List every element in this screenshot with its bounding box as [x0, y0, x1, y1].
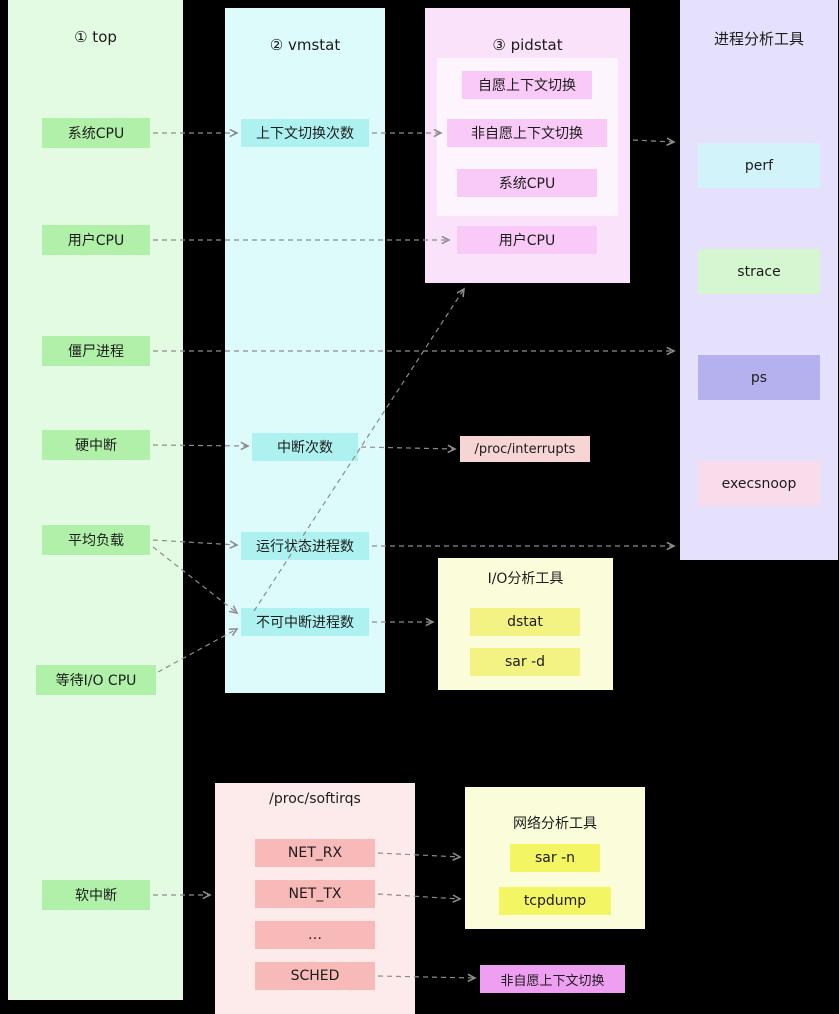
node-sar-n: sar -n: [510, 844, 600, 872]
panel-top: ① top 系统CPU 用户CPU 僵尸进程 硬中断 平均负载 等待I/O CP…: [8, 0, 183, 1000]
panel-vmstat-title: ② vmstat: [269, 36, 341, 54]
node-net-rx: NET_RX: [255, 839, 375, 867]
panel-top-title: ① top: [74, 28, 117, 46]
node-running-processes: 运行状态进程数: [241, 532, 369, 560]
panel-pidstat: ③ pidstat 自愿上下文切换 非自愿上下文切换 系统CPU 用户CPU: [425, 8, 630, 283]
panel-vmstat: ② vmstat 上下文切换次数 中断次数 运行状态进程数 不可中断进程数: [225, 8, 385, 693]
node-dstat: dstat: [470, 608, 580, 636]
node-iowait-cpu: 等待I/O CPU: [36, 665, 156, 695]
panel-network-tools-title: 网络分析工具: [513, 816, 597, 832]
node-user-cpu: 用户CPU: [42, 225, 150, 255]
node-pidstat-system-cpu: 系统CPU: [457, 169, 597, 197]
node-softirq-ellipsis: …: [255, 921, 375, 949]
node-sar-d: sar -d: [470, 648, 580, 676]
node-involuntary-switch-bottom: 非自愿上下文切换: [480, 965, 625, 993]
panel-network-tools: 网络分析工具 sar -n tcpdump: [465, 787, 645, 929]
panel-io-tools-title: I/O分析工具: [487, 571, 564, 587]
panel-proc-softirqs-title: /proc/softirqs: [269, 791, 361, 807]
arrow-pidstat-to-process-tools: [632, 140, 674, 142]
node-sched: SCHED: [255, 962, 375, 990]
node-ps: ps: [698, 355, 820, 400]
node-soft-interrupt: 软中断: [42, 880, 150, 910]
node-interrupt-count: 中断次数: [252, 433, 358, 461]
panel-process-tools: 进程分析工具 perf strace ps execsnoop: [680, 0, 838, 560]
node-pidstat-user-cpu: 用户CPU: [457, 226, 597, 254]
node-strace: strace: [698, 249, 820, 294]
node-context-switches: 上下文切换次数: [241, 119, 369, 147]
panel-pidstat-title: ③ pidstat: [492, 36, 563, 54]
pidstat-group-box: 自愿上下文切换 非自愿上下文切换 系统CPU: [437, 58, 618, 216]
panel-process-tools-title: 进程分析工具: [713, 30, 804, 48]
node-uninterruptible-processes: 不可中断进程数: [241, 608, 369, 636]
node-zombie-process: 僵尸进程: [42, 336, 150, 366]
panel-io-tools: I/O分析工具 dstat sar -d: [438, 558, 613, 690]
node-voluntary-context-switch: 自愿上下文切换: [462, 71, 592, 99]
node-net-tx: NET_TX: [255, 880, 375, 908]
node-tcpdump: tcpdump: [499, 887, 611, 915]
node-perf: perf: [698, 143, 820, 188]
panel-proc-softirqs: /proc/softirqs NET_RX NET_TX … SCHED: [215, 783, 415, 1014]
node-system-cpu: 系统CPU: [42, 118, 150, 148]
node-proc-interrupts: /proc/interrupts: [460, 436, 590, 462]
node-execsnoop: execsnoop: [698, 461, 820, 506]
node-involuntary-context-switch: 非自愿上下文切换: [447, 119, 607, 147]
node-hard-interrupt: 硬中断: [42, 430, 150, 460]
node-load-average: 平均负载: [42, 525, 150, 555]
